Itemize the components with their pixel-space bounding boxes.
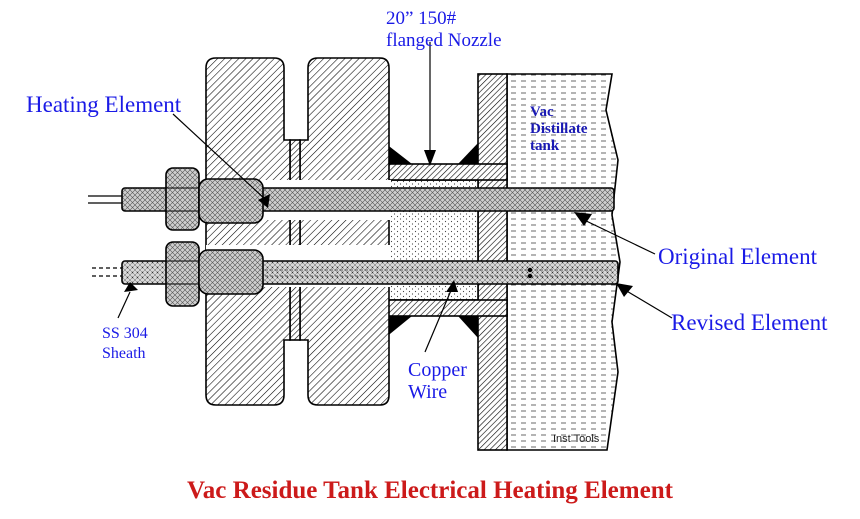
heating-element-leader	[172, 113, 267, 201]
nozzle-label-line1: 20” 150#	[386, 8, 457, 29]
weld-bottom-right	[458, 316, 478, 338]
nozzle-flange	[299, 57, 390, 406]
vac-label-line1: Vac	[530, 104, 554, 120]
top-nut	[165, 167, 200, 231]
diagram-title: Vac Residue Tank Electrical Heating Elem…	[187, 477, 674, 504]
heating-element-arrow	[258, 194, 270, 208]
revised-element-leader	[624, 289, 673, 319]
vac-label-line3: tank	[530, 138, 560, 154]
sheath-leader	[117, 291, 131, 319]
weld-top-right	[458, 143, 478, 164]
original-element-leader	[579, 217, 656, 255]
copper-arrow	[446, 280, 458, 292]
revised-element-label: Revised Element	[671, 310, 828, 335]
copper-leader	[424, 287, 453, 353]
copper-label-line1: Copper	[408, 359, 467, 381]
bottom-nut	[165, 241, 200, 307]
watermark: Inst Tools	[553, 433, 600, 445]
wire-terminal-2	[527, 273, 533, 279]
sheath-arrow	[124, 282, 138, 292]
nozzle-label-line2: flanged Nozzle	[386, 30, 502, 51]
gasket	[289, 139, 301, 341]
top-gland	[198, 178, 264, 224]
blind-flange	[205, 57, 291, 406]
heating-element-label: Heating Element	[26, 92, 182, 117]
copper-label-line2: Wire	[408, 381, 447, 403]
sheath-label-line1: SS 304	[102, 325, 148, 342]
revised-element-arrow	[616, 283, 633, 297]
bottom-gland	[198, 249, 264, 295]
wire-terminal-1	[527, 267, 533, 273]
weld-bottom-left	[385, 316, 412, 338]
original-element-label: Original Element	[658, 244, 818, 269]
sheath-label-line2: Sheath	[102, 345, 146, 362]
nozzle-arrow	[424, 150, 436, 166]
weld-top-left	[385, 143, 412, 164]
original-element-arrow	[574, 212, 592, 226]
nozzle-pipe-top	[384, 163, 508, 181]
vac-label-line2: Distillate	[530, 121, 588, 137]
